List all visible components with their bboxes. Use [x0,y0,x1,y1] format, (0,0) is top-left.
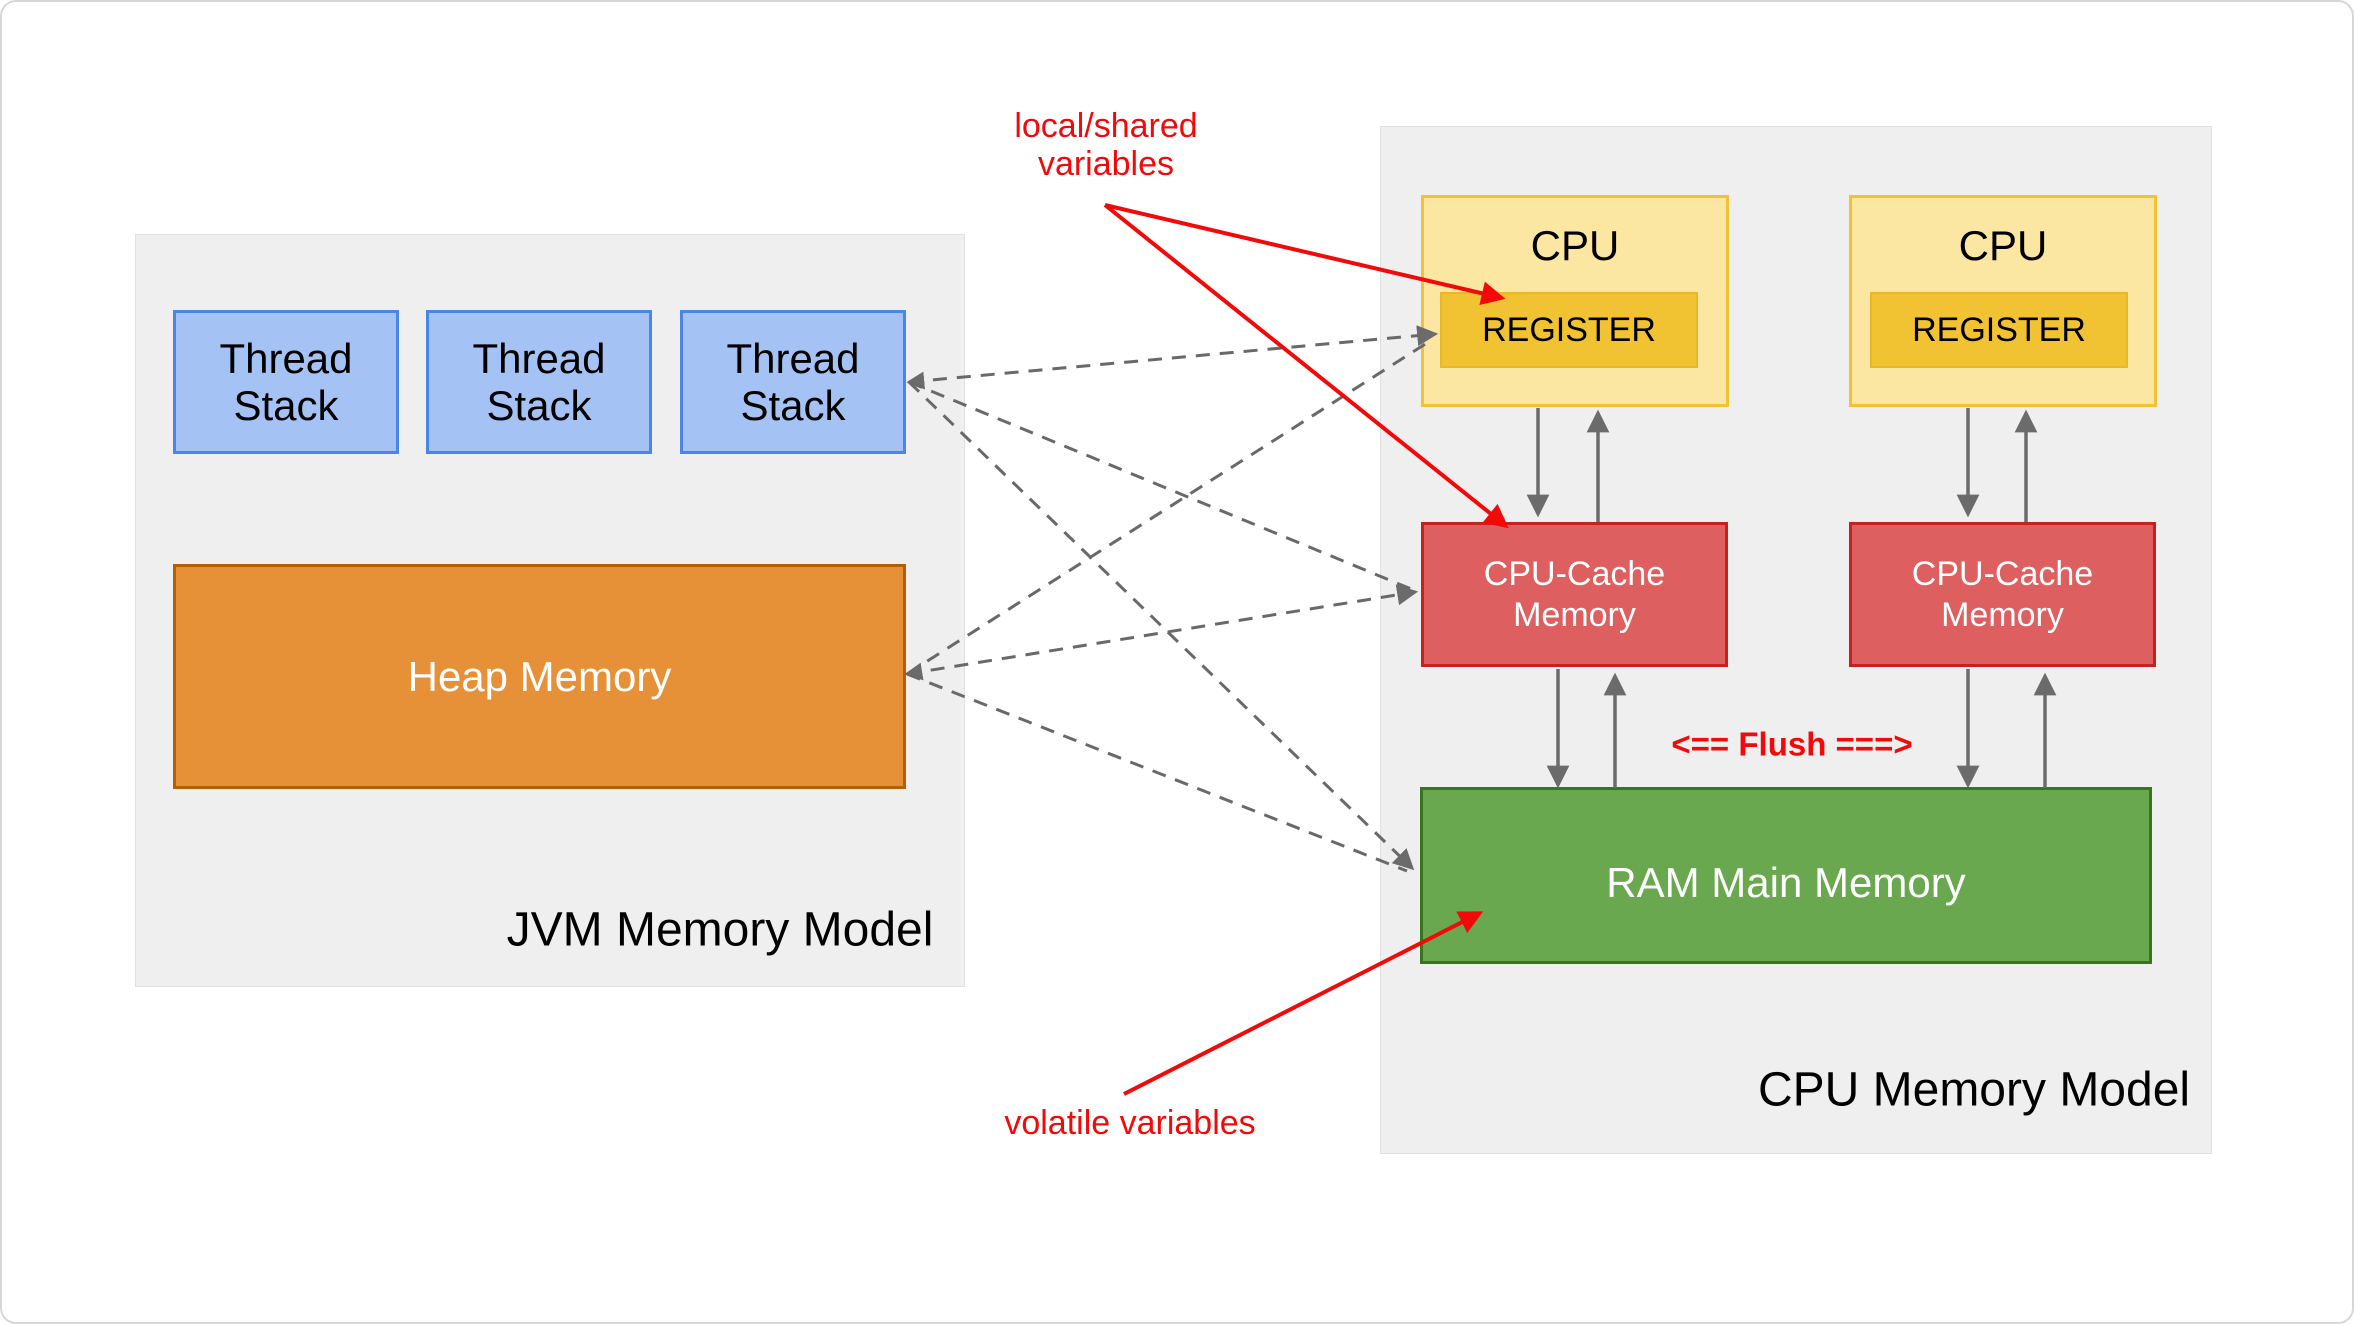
volatile-variables-label: volatile variables [1004,1103,1256,1142]
cpu-label-1: CPU [1530,222,1620,269]
thread-stack-label-3: Thread Stack [726,334,860,429]
cpu-memory-model-title: CPU Memory Model [1757,1063,2191,1117]
cpu-label-2: CPU [1958,222,2048,269]
cpu-cache-box-2: CPU-Cache Memory [1849,522,2156,667]
dashed-arrow-heap-register [906,339,1431,676]
dashed-arrow-thread-ram [907,380,1415,871]
dashed-arrow-thread-cache [908,380,1417,593]
flush-label: <== Flush ===> [1671,725,1913,763]
jvm-memory-model-title: JVM Memory Model [506,903,934,957]
register-box-1: REGISTER [1440,292,1698,368]
thread-stack-label-1: Thread Stack [219,334,353,429]
heap-memory-label: Heap Memory [407,652,672,700]
dashed-arrow-thread-register [906,325,1439,390]
heap-memory-box: Heap Memory [173,564,906,789]
dashed-arrow-heap-ram [906,672,1408,873]
cpu-cache-label-1: CPU-Cache Memory [1483,555,1666,634]
dashed-access-arrows [904,325,1439,873]
cpu-cache-box-1: CPU-Cache Memory [1421,522,1728,667]
register-label-1: REGISTER [1482,310,1656,349]
register-label-2: REGISTER [1912,310,2086,349]
thread-stack-box-2: Thread Stack [426,310,652,454]
local-shared-variables-label: local/shared variables [1014,106,1198,183]
thread-stack-box-1: Thread Stack [173,310,399,454]
dashed-arrow-heap-cache [904,584,1419,681]
ram-main-memory-label: RAM Main Memory [1606,858,1966,906]
ram-main-memory-box: RAM Main Memory [1420,787,2152,964]
cpu-cache-label-2: CPU-Cache Memory [1911,555,2094,634]
thread-stack-box-3: Thread Stack [680,310,906,454]
register-box-2: REGISTER [1870,292,2128,368]
thread-stack-label-2: Thread Stack [472,334,606,429]
